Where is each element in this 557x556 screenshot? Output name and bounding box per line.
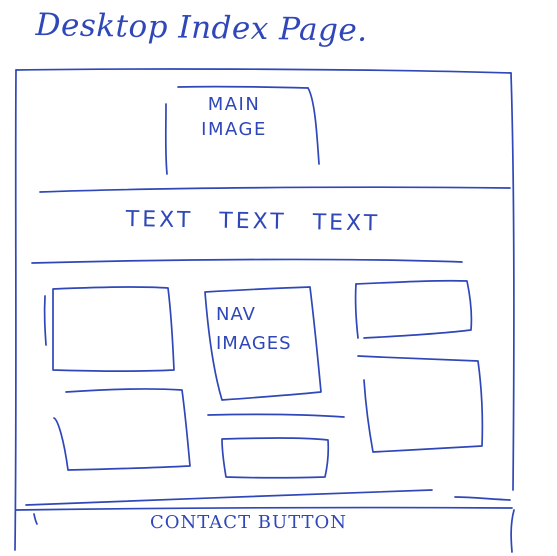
nav-images-label: NAV IMAGES	[216, 304, 292, 354]
nav-box-right-bottom	[357, 355, 484, 453]
contact-button-label: CONTACT BUTTON	[150, 512, 348, 533]
main-image-label: MAIN IMAGE	[201, 94, 267, 141]
page-frame-right-tail	[510, 509, 515, 553]
text-row-label: TEXT TEXT TEXT	[125, 207, 381, 237]
main-image-box-top	[177, 85, 309, 89]
footer-divider-upper	[25, 489, 433, 506]
page-frame-top-edge	[15, 68, 512, 74]
page-frame-right-edge	[510, 72, 515, 491]
nav-box-center	[204, 286, 322, 401]
nav-box-right-top	[355, 279, 473, 339]
main-image-box-right	[307, 87, 320, 165]
nav-box-left-top	[52, 286, 175, 373]
nav-box-center-underline	[207, 413, 345, 418]
main-image-box-left	[164, 103, 168, 175]
contact-button-left-edge	[33, 513, 38, 525]
nav-box-left-bottom	[53, 388, 191, 471]
text-row-divider	[31, 258, 463, 264]
footer-divider-lower	[15, 506, 513, 511]
nav-box-left-top-tick	[43, 295, 47, 346]
page-frame-left-edge	[14, 69, 17, 551]
main-image-divider	[39, 186, 511, 193]
nav-box-right-top-left	[354, 283, 359, 339]
footer-divider-upper-tail	[454, 496, 511, 501]
page-title: Desktop Index Page.	[35, 7, 368, 49]
nav-box-center-small	[221, 437, 330, 479]
